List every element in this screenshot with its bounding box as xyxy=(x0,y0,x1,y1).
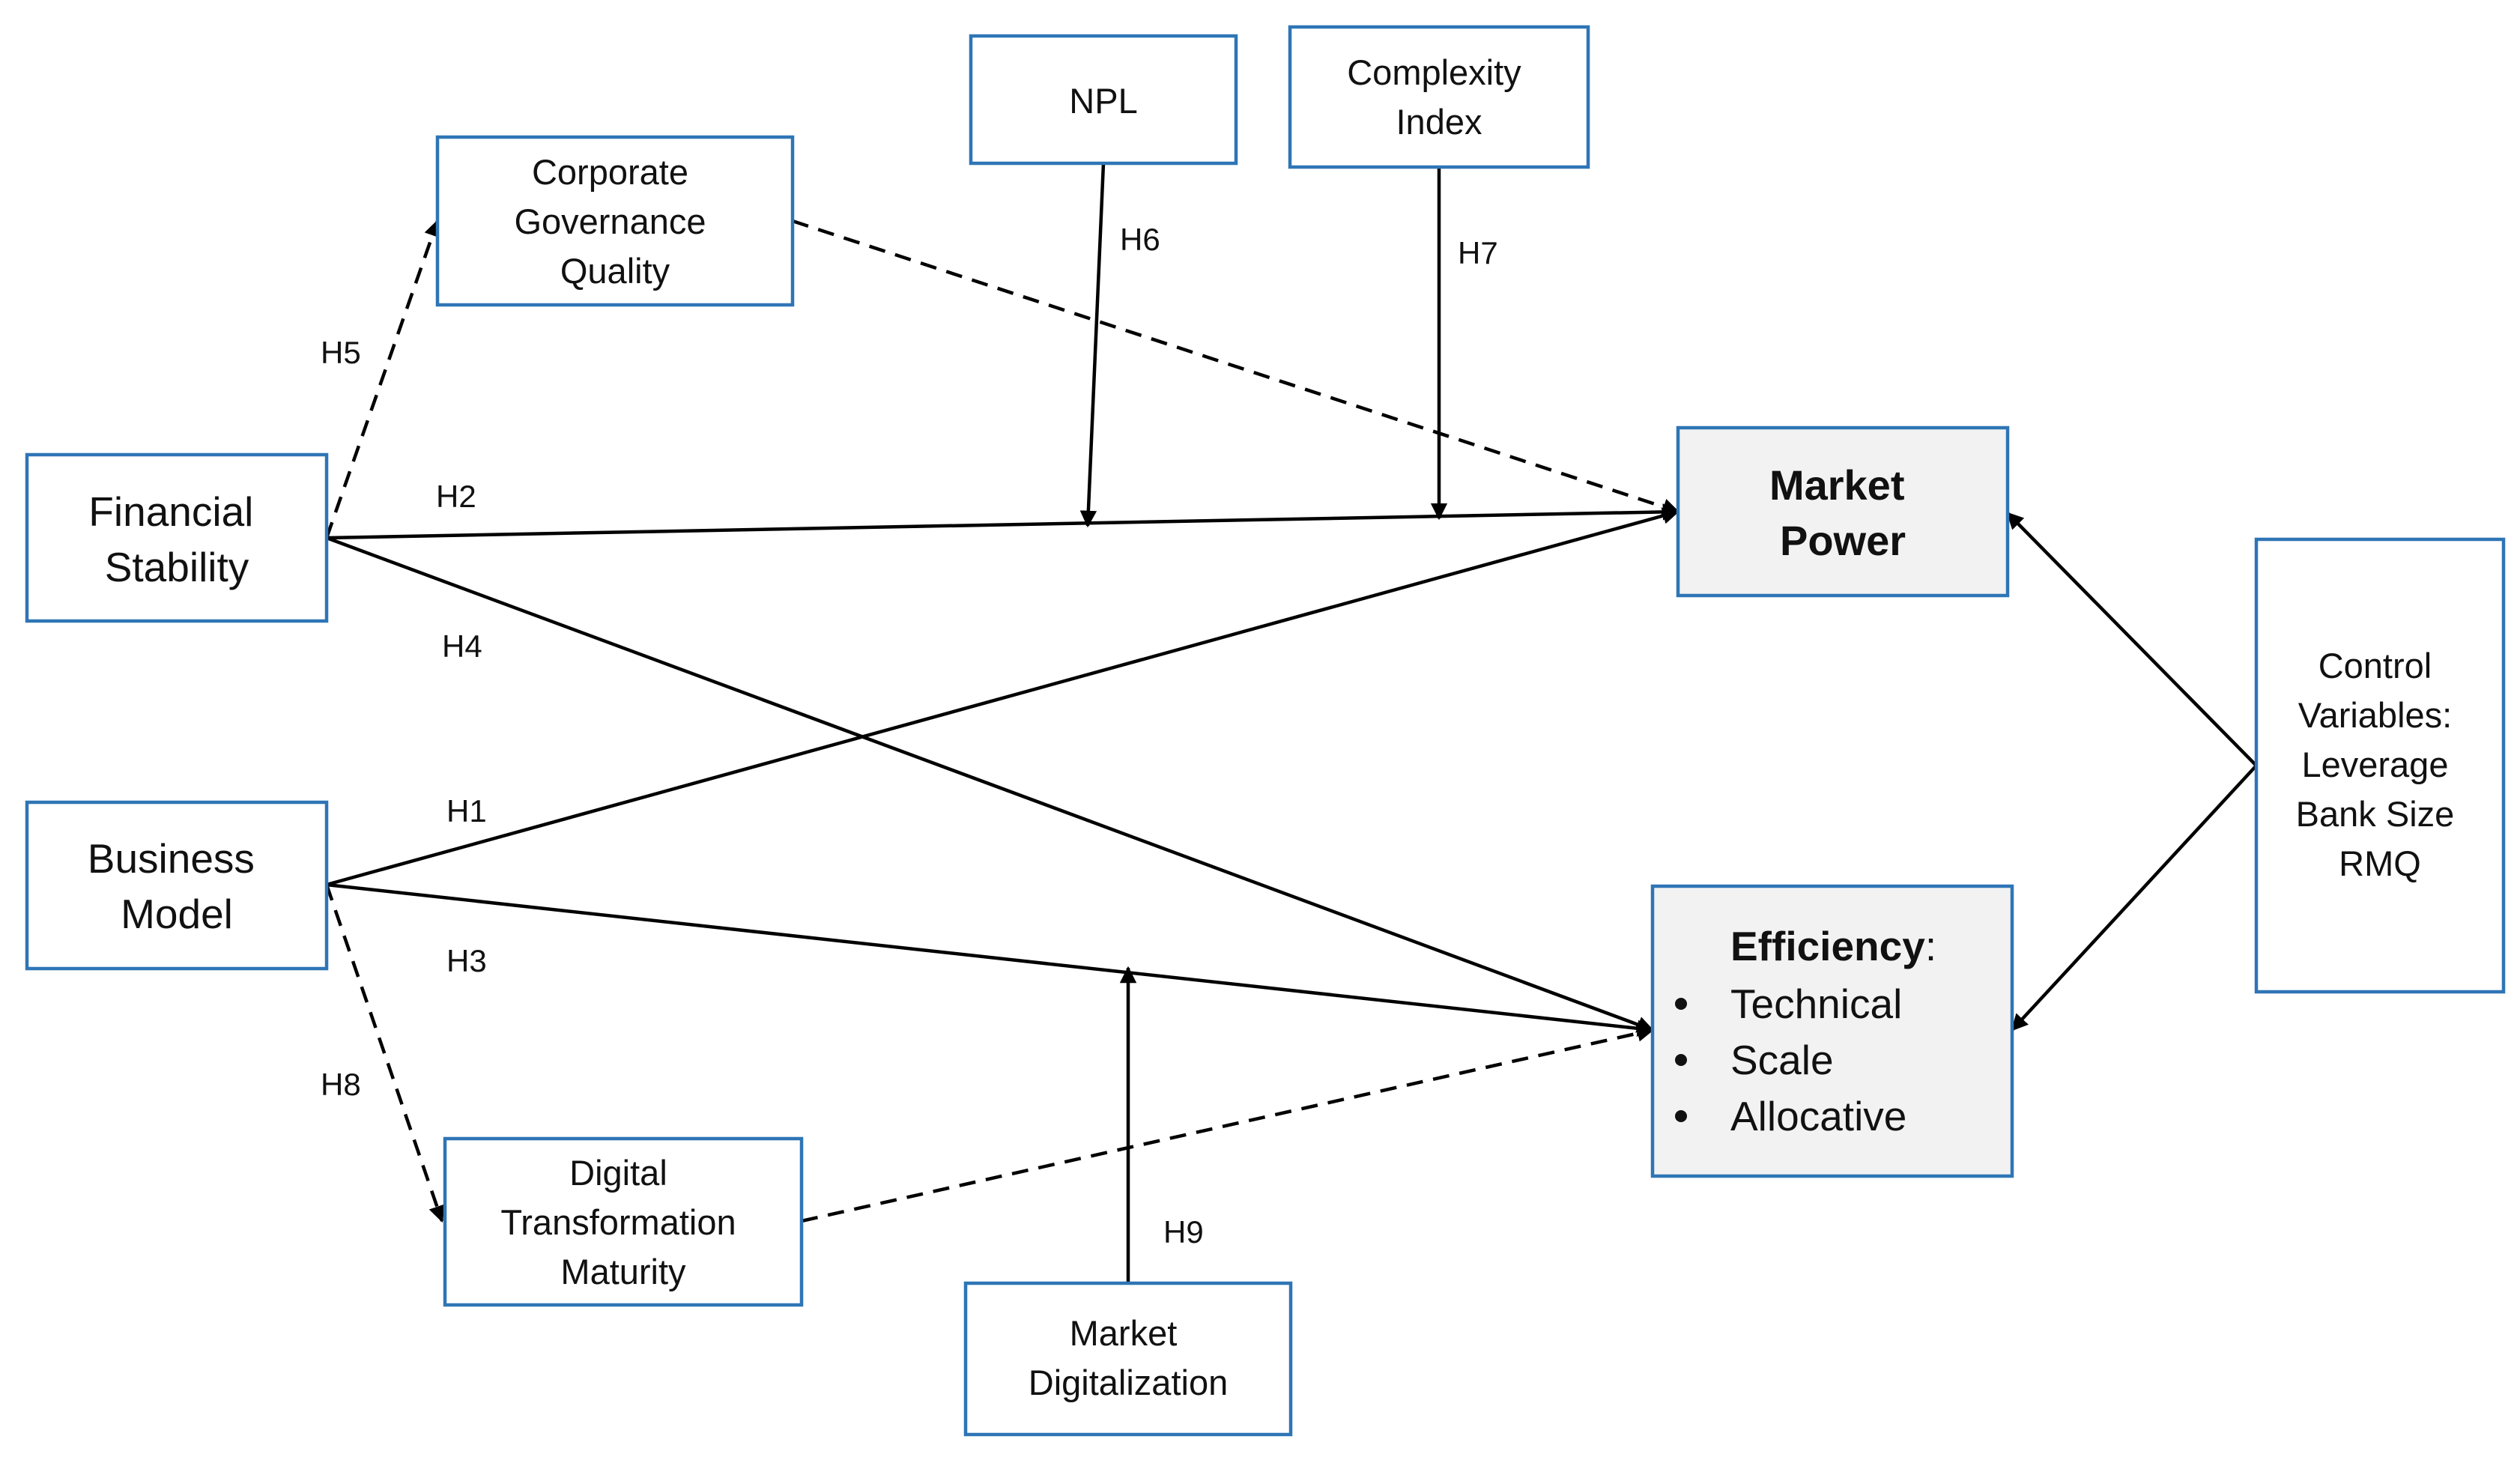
edge-h4-stability-to-efficiency xyxy=(326,536,1655,1033)
node-stability-label: Financial Stability xyxy=(88,488,264,590)
node-digital-maturity-box xyxy=(443,1136,804,1307)
node-corporate-governance-quality: Corporate Governance Quality xyxy=(435,135,795,307)
label-h7: H7 xyxy=(1458,235,1498,270)
edge-governance-to-market-power xyxy=(792,219,1680,515)
node-complexity-index-label: Complexity Index xyxy=(1347,52,1531,142)
label-h5: H5 xyxy=(321,335,361,370)
node-stability-line-2: Stability xyxy=(105,544,249,590)
edge-controls-to-efficiency xyxy=(2011,764,2258,1032)
node-market-digitalization: Market Digitalization xyxy=(963,1281,1293,1437)
hypothesis-labels: H1 H2 H3 H4 H5 H6 H7 H8 H9 xyxy=(321,222,1498,1249)
node-npl-box xyxy=(969,34,1238,166)
node-controls-line-1: Control xyxy=(2318,646,2432,685)
edge-digital-maturity-to-efficiency xyxy=(801,1025,1655,1223)
node-controls-label: Control Variables: Leverage Bank Size RM… xyxy=(2296,646,2465,883)
node-market-digitalization-box xyxy=(963,1281,1293,1437)
node-financial-stability: Financial Stability xyxy=(25,452,329,623)
node-complexity-index-box xyxy=(1288,25,1590,169)
edge-h3-business-to-efficiency xyxy=(326,882,1655,1037)
label-h1: H1 xyxy=(446,793,487,829)
label-h8: H8 xyxy=(321,1067,361,1102)
node-complexity-line-1: Complexity xyxy=(1347,52,1521,92)
node-digital-maturity-line-3: Maturity xyxy=(560,1252,686,1291)
node-governance-line-3: Quality xyxy=(560,251,670,291)
node-efficiency-title-colon: : xyxy=(1925,923,1936,969)
node-control-variables: Control Variables: Leverage Bank Size RM… xyxy=(2254,537,2506,994)
node-controls-line-4: Bank Size xyxy=(2296,794,2455,834)
node-complexity-line-2: Index xyxy=(1396,102,1482,142)
node-efficiency-box xyxy=(1650,884,2014,1178)
node-digital-maturity-line-2: Transformation xyxy=(500,1202,736,1242)
node-npl: NPL xyxy=(969,34,1238,166)
nodes-layer: NPL Complexity Index Corporate Governanc… xyxy=(25,25,2506,1437)
node-complexity-index: Complexity Index xyxy=(1288,25,1590,169)
edges-layer xyxy=(324,163,2258,1283)
node-controls-line-5: RMQ xyxy=(2339,843,2421,883)
node-market-power-line-2: Power xyxy=(1780,517,1906,564)
node-market-power-line-1: Market xyxy=(1769,461,1905,509)
label-h3: H3 xyxy=(446,943,487,978)
node-efficiency-item-2: Scale xyxy=(1730,1037,1834,1083)
node-digital-transformation-maturity: Digital Transformation Maturity xyxy=(443,1136,804,1307)
node-market-digitalization-label: Market Digitalization xyxy=(1029,1313,1228,1402)
node-stability-box xyxy=(25,452,329,623)
node-controls-line-2: Variables: xyxy=(2298,695,2453,735)
node-efficiency-title-text: Efficiency xyxy=(1730,923,1925,969)
node-governance-line-1: Corporate xyxy=(532,152,688,192)
node-efficiency-bullet-1 xyxy=(1675,998,1687,1010)
edge-h5-stability-to-governance xyxy=(324,219,440,539)
label-h6: H6 xyxy=(1120,222,1160,257)
node-efficiency: Efficiency: Technical Scale Allocative xyxy=(1650,884,2014,1178)
node-governance-line-2: Governance xyxy=(514,202,706,241)
label-h2: H2 xyxy=(436,479,476,514)
node-market-digitalization-line-2: Digitalization xyxy=(1029,1363,1228,1402)
node-efficiency-bullet-2 xyxy=(1675,1054,1687,1066)
node-governance-label: Corporate Governance Quality xyxy=(514,152,715,291)
node-market-power-box xyxy=(1676,425,2010,598)
node-market-power: Market Power xyxy=(1676,425,2010,598)
node-controls-line-3: Leverage xyxy=(2301,745,2448,784)
node-npl-line-1: NPL xyxy=(1069,81,1137,121)
edge-h6-npl-moderation xyxy=(1079,163,1106,528)
node-business-line-2: Model xyxy=(121,891,233,937)
edge-h8-business-to-digital-maturity xyxy=(324,884,446,1223)
node-business-model: Business Model xyxy=(25,800,329,971)
node-digital-maturity-line-1: Digital xyxy=(569,1153,667,1193)
node-digital-maturity-label: Digital Transformation Maturity xyxy=(500,1153,745,1291)
edge-h1-business-to-market-power xyxy=(326,507,1680,887)
edge-h2-stability-to-market-power xyxy=(326,503,1680,540)
node-efficiency-title: Efficiency: xyxy=(1730,923,1936,969)
node-business-line-1: Business xyxy=(88,835,255,882)
node-business-box xyxy=(25,800,329,971)
node-business-label: Business Model xyxy=(88,835,266,937)
node-controls-box xyxy=(2254,537,2506,994)
node-market-power-label: Market Power xyxy=(1769,461,1916,564)
node-efficiency-item-1: Technical xyxy=(1730,981,1902,1027)
node-efficiency-item-3: Allocative xyxy=(1730,1093,1906,1139)
label-h9: H9 xyxy=(1163,1214,1204,1249)
node-market-digitalization-line-1: Market xyxy=(1070,1313,1178,1353)
edge-controls-to-market-power xyxy=(2006,512,2258,767)
node-governance-box xyxy=(435,135,795,307)
label-h4: H4 xyxy=(442,628,482,664)
node-npl-label: NPL xyxy=(1069,81,1137,121)
node-stability-line-1: Financial xyxy=(88,488,253,535)
node-efficiency-bullet-3 xyxy=(1675,1110,1687,1122)
